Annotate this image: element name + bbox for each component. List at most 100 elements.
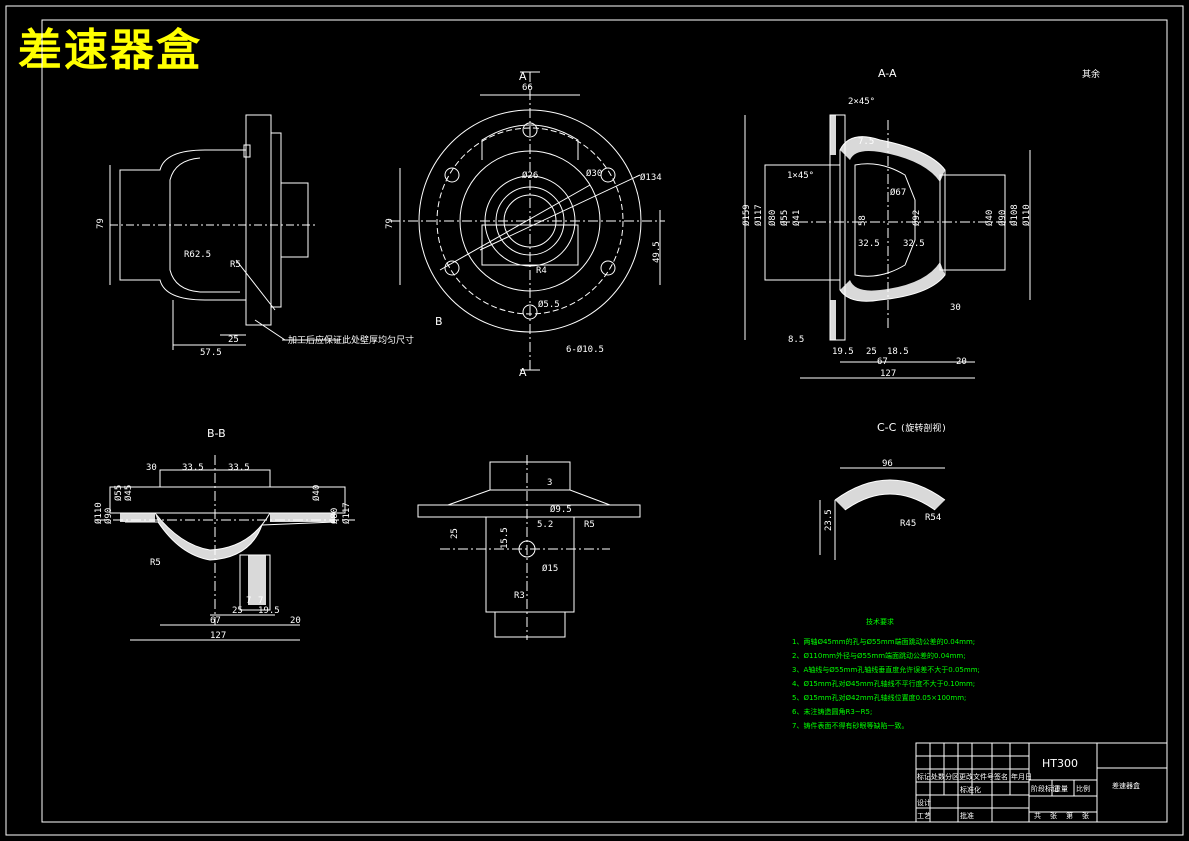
svg-text:Ø117: Ø117: [753, 204, 764, 226]
svg-text:张: 张: [1082, 811, 1089, 820]
svg-text:张: 张: [1050, 811, 1057, 820]
svg-text:加工后应保证此处壁厚均匀尺寸: 加工后应保证此处壁厚均匀尺寸: [288, 334, 414, 346]
svg-text:Ø80: Ø80: [767, 210, 778, 226]
title-block: [915, 742, 1168, 823]
svg-text:签名: 签名: [994, 772, 1008, 781]
svg-text:33.5: 33.5: [182, 463, 204, 473]
svg-text:7.5: 7.5: [858, 137, 874, 147]
svg-text:25: 25: [228, 335, 239, 345]
section-aa-label: A-A: [878, 67, 897, 80]
svg-text:19.5: 19.5: [832, 347, 854, 357]
svg-text:批准: 批准: [960, 811, 974, 820]
svg-text:7: 7: [246, 596, 251, 606]
svg-text:96: 96: [882, 459, 893, 469]
svg-text:49.5: 49.5: [652, 241, 662, 263]
svg-text:A: A: [519, 70, 527, 83]
svg-text:Ø110: Ø110: [1021, 204, 1032, 226]
svg-text:R5: R5: [584, 520, 595, 530]
svg-text:R54: R54: [925, 513, 941, 523]
inner-border: [41, 19, 1168, 823]
svg-text:7、铸件表面不得有砂眼等缺陷一致。: 7、铸件表面不得有砂眼等缺陷一致。: [792, 721, 908, 730]
svg-text:Ø67: Ø67: [890, 187, 906, 198]
svg-text:1×45°: 1×45°: [787, 171, 814, 181]
svg-text:B: B: [435, 315, 443, 328]
svg-text:重量: 重量: [1054, 785, 1068, 793]
svg-text:25: 25: [232, 606, 243, 616]
svg-text:33.5: 33.5: [228, 463, 250, 473]
svg-text:8.5: 8.5: [788, 335, 804, 345]
section-cc-dims: 96 23.5 R45 R54: [824, 459, 941, 531]
svg-text:差速器盒: 差速器盒: [1112, 781, 1140, 790]
svg-text:Ø159: Ø159: [741, 204, 752, 226]
svg-text:79: 79: [96, 218, 106, 229]
section-bb-dims: 30 33.5 33.5 Ø110 Ø90 Ø55 Ø45 Ø40 Ø80 Ø1…: [93, 463, 352, 641]
svg-text:127: 127: [880, 369, 896, 379]
svg-text:Ø90: Ø90: [103, 508, 114, 524]
svg-text:Ø117: Ø117: [341, 502, 352, 524]
svg-text:Ø30: Ø30: [586, 168, 602, 179]
svg-text:Ø55: Ø55: [113, 485, 124, 501]
section-aa-dims: 2×45° 7.5 1×45° Ø159 Ø117 Ø80 Ø55 Ø41 58…: [741, 97, 1032, 379]
svg-text:更改文件号: 更改文件号: [959, 772, 994, 781]
front-dims: 79 57.5 25 R5 R62.5 加工后应保证此处壁厚均匀尺寸: [96, 218, 414, 358]
svg-text:2、Ø110mm外径与Ø55mm端面跳动公差的0.04mm;: 2、Ø110mm外径与Ø55mm端面跳动公差的0.04mm;: [792, 651, 966, 660]
svg-text:32.5: 32.5: [903, 239, 925, 249]
svg-text:标准化: 标准化: [960, 785, 981, 794]
svg-text:A: A: [519, 366, 527, 379]
section-bb-view: [95, 455, 355, 641]
svg-text:58: 58: [858, 215, 868, 226]
svg-text:Ø9.5: Ø9.5: [550, 504, 572, 515]
svg-text:Ø134: Ø134: [640, 172, 662, 183]
svg-text:分区: 分区: [945, 772, 959, 781]
svg-text:23.5: 23.5: [824, 509, 834, 531]
svg-text:Ø92: Ø92: [911, 210, 922, 226]
drawing-title: 差速器盒: [18, 25, 202, 76]
svg-text:R62.5: R62.5: [184, 250, 211, 260]
svg-text:32.5: 32.5: [858, 239, 880, 249]
svg-text:18.5: 18.5: [887, 347, 909, 357]
svg-text:Ø80: Ø80: [329, 508, 340, 524]
svg-text:设计: 设计: [917, 798, 931, 807]
svg-text:HT300: HT300: [1042, 757, 1078, 770]
mid-dims: 3 5.2 R5 Ø9.5 Ø15 15.5 25 R3: [450, 478, 595, 601]
svg-text:Ø40: Ø40: [984, 210, 995, 226]
svg-text:年月日: 年月日: [1011, 772, 1032, 781]
svg-text:6、未注铸造圆角R3~R5;: 6、未注铸造圆角R3~R5;: [792, 707, 872, 716]
section-aa-view: [744, 114, 1031, 379]
svg-text:67: 67: [210, 616, 221, 626]
svg-text:5、Ø15mm孔对Ø42mm孔轴线位置度0.05×100mm: 5、Ø15mm孔对Ø42mm孔轴线位置度0.05×100mm;: [792, 693, 966, 702]
section-cc-fill: [835, 480, 945, 510]
svg-text:5.2: 5.2: [537, 520, 553, 530]
section-bb-label: B-B: [207, 427, 226, 440]
svg-text:30: 30: [950, 303, 961, 313]
svg-text:7: 7: [258, 596, 263, 606]
tech-requirements: 技术要求 1、两轴Ø45mm的孔与Ø55mm端面跳动公差的0.04mm; 2、Ø…: [792, 617, 980, 730]
svg-text:Ø108: Ø108: [1009, 204, 1020, 226]
svg-text:R5: R5: [150, 558, 161, 568]
svg-text:25: 25: [866, 347, 877, 357]
svg-text:15.5: 15.5: [500, 527, 510, 549]
outer-border: [5, 5, 1184, 836]
section-cc-label: C-C: [877, 421, 897, 434]
svg-text:6-Ø10.5: 6-Ø10.5: [566, 344, 604, 355]
svg-text:Ø15: Ø15: [542, 563, 558, 574]
svg-text:R45: R45: [900, 519, 916, 529]
svg-text:30: 30: [146, 463, 157, 473]
svg-text:Ø55: Ø55: [779, 210, 790, 226]
svg-text:79: 79: [385, 218, 395, 229]
svg-text:3、A轴线与Ø55mm孔轴线垂直度允许误差不大于0.05mm: 3、A轴线与Ø55mm孔轴线垂直度允许误差不大于0.05mm;: [792, 665, 980, 674]
svg-text:20: 20: [290, 616, 301, 626]
mid-view: [417, 455, 641, 640]
svg-text:1、两轴Ø45mm的孔与Ø55mm端面跳动公差的0.04mm: 1、两轴Ø45mm的孔与Ø55mm端面跳动公差的0.04mm;: [792, 637, 975, 646]
top-view: [390, 71, 665, 371]
svg-text:技术要求: 技术要求: [866, 617, 894, 626]
svg-text:标记: 标记: [917, 772, 931, 781]
svg-text:Ø110: Ø110: [93, 502, 104, 524]
svg-text:19.5: 19.5: [258, 606, 280, 616]
svg-text:67: 67: [877, 357, 888, 367]
top-dims: 66 Ø134 Ø26 Ø30 79 49.5 R4 Ø5.5 6-Ø10.5 …: [385, 70, 662, 379]
svg-text:第: 第: [1066, 811, 1073, 820]
svg-text:(旋转剖视): (旋转剖视): [900, 422, 947, 434]
svg-text:Ø26: Ø26: [522, 170, 538, 181]
